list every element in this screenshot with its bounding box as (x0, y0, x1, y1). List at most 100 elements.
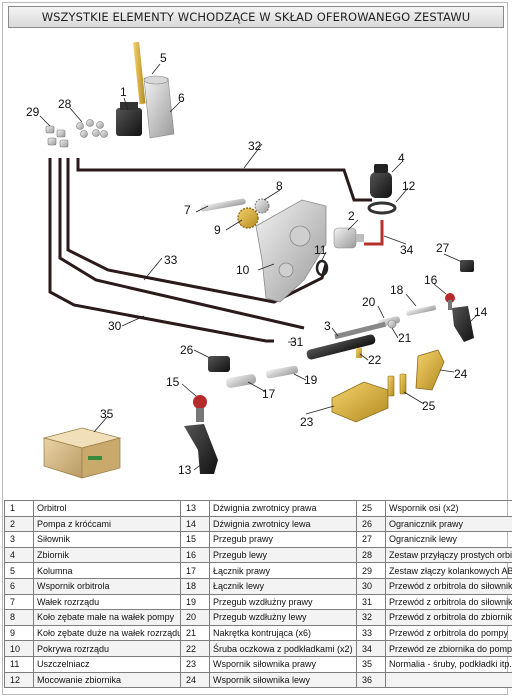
part-name: Koło zębate duże na wałek rozrządu (33, 624, 181, 642)
part-name: Mocowanie zbiornika (33, 671, 181, 689)
limiter-left (460, 260, 474, 272)
hose-33 (58, 158, 305, 330)
part-number: 25 (356, 500, 386, 517)
callout-30: 30 (108, 319, 122, 333)
callout-31: 31 (290, 335, 304, 349)
part-number: 30 (356, 577, 386, 595)
callout-17: 17 (262, 387, 276, 401)
part-number: 36 (356, 671, 386, 689)
part-number: 8 (4, 609, 34, 626)
hardware-box (42, 427, 122, 479)
cylinder-bracket-left (415, 349, 445, 391)
part-number: 3 (4, 531, 34, 548)
callout-21: 21 (398, 331, 412, 345)
part-number: 26 (356, 515, 386, 533)
part-name: Zbiornik (33, 546, 181, 564)
part-name: Wspornik orbitrola (33, 577, 181, 595)
callout-27: 27 (436, 241, 450, 255)
callout-labels: 1 2 3 4 5 6 7 8 9 10 11 12 13 14 15 16 1… (26, 51, 488, 477)
part-number: 1 (4, 500, 34, 517)
joint-left (445, 293, 455, 310)
part-name: Śruba oczkowa z podkładkami (x2) (209, 640, 357, 657)
callout-20: 20 (362, 295, 376, 309)
callout-25: 25 (422, 399, 436, 413)
longitudinal-joint-right (266, 365, 298, 379)
callout-18: 18 (390, 283, 404, 297)
part-name: Wałek rozrządu (33, 593, 181, 611)
timing-cover (255, 199, 327, 303)
link-right (225, 374, 257, 388)
part-name: Dźwignia zwrotnicy prawa (209, 500, 357, 517)
part-name: Dźwignia zwrotnicy lewa (209, 515, 357, 533)
cylinder-bracket-right (331, 381, 389, 423)
part-number: 35 (356, 655, 386, 673)
part-name: Przegub lewy (209, 546, 357, 564)
lock-nut (387, 319, 397, 329)
part-number: 27 (356, 531, 386, 548)
part-name: Zestaw złączy kolankowych AB (385, 562, 512, 579)
hose-34 (364, 220, 384, 246)
callout-8: 8 (276, 179, 283, 193)
page-title: WSZYSTKIE ELEMENTY WCHODZĄCE W SKŁAD OFE… (8, 6, 504, 28)
part-name: Normalia - śruby, podkładki itp. (385, 655, 512, 673)
joint-right (193, 395, 207, 422)
part-name: Przewód ze zbiornika do pompy (385, 640, 512, 657)
part-number: 11 (4, 655, 34, 673)
part-name: Wspornik siłownika prawy (209, 655, 357, 673)
part-name: Uszczelniacz (33, 655, 181, 673)
part-number: 4 (4, 546, 34, 564)
part-number: 21 (180, 624, 210, 642)
part-name: Koło zębate małe na wałek pompy (33, 609, 181, 626)
part-name: Nakrętka kontrująca (x6) (209, 624, 357, 642)
callout-5: 5 (160, 51, 167, 65)
part-name: Wspornik siłownika lewy (209, 671, 357, 689)
callout-13: 13 (178, 463, 192, 477)
callout-16: 16 (424, 273, 438, 287)
part-name: Siłownik (33, 531, 181, 548)
callout-24: 24 (454, 367, 468, 381)
part-number: 34 (356, 640, 386, 657)
part-number: 7 (4, 593, 34, 611)
part-number: 18 (180, 577, 210, 595)
part-number: 14 (180, 515, 210, 533)
part-number: 28 (356, 546, 386, 564)
callout-12: 12 (402, 179, 416, 193)
page-frame (2, 2, 508, 695)
callout-26: 26 (180, 343, 194, 357)
part-number: 5 (4, 562, 34, 579)
steering-lever-left (452, 306, 474, 342)
large-gear (237, 207, 259, 229)
callout-14: 14 (474, 305, 488, 319)
callout-leaders (39, 63, 479, 471)
part-number: 20 (180, 609, 210, 626)
limiter-right (208, 356, 230, 372)
callout-29: 29 (26, 105, 40, 119)
part-number: 32 (356, 609, 386, 626)
callout-22: 22 (368, 353, 382, 367)
part-name: Przegub prawy (209, 531, 357, 548)
callout-33: 33 (164, 253, 178, 267)
callout-7: 7 (184, 203, 191, 217)
callout-11: 11 (314, 243, 327, 257)
part-name: Zestaw przyłączy prostych orbitrola (385, 546, 512, 564)
part-name: Ogranicznik lewy (385, 531, 512, 548)
part-number: 22 (180, 640, 210, 657)
part-name: Przewód z orbitrola do pompy (385, 624, 512, 642)
callout-3: 3 (324, 319, 331, 333)
orbitrol (116, 102, 142, 136)
callout-1: 1 (120, 85, 127, 99)
exploded-parts-diagram: 1 2 3 4 5 6 7 8 9 10 11 12 13 14 15 16 1… (4, 30, 508, 498)
seal (315, 259, 329, 277)
part-name: Przewód z orbitrola do zbiornika (385, 609, 512, 626)
callout-35: 35 (100, 407, 114, 421)
callout-4: 4 (398, 151, 405, 165)
part-number: 23 (180, 655, 210, 673)
reservoir (370, 164, 392, 198)
